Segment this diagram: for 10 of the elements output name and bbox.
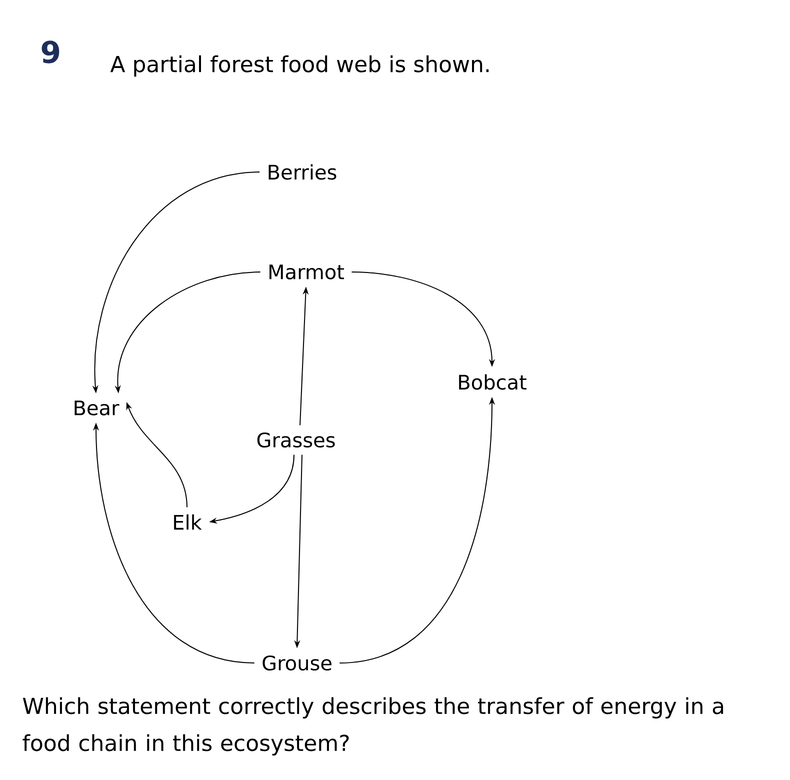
organism-label: Bear (74, 400, 120, 416)
organism-label: Grasses (257, 432, 335, 448)
organism-label: Elk (174, 514, 202, 530)
organism-label: Bobcat (459, 374, 526, 390)
question-number: 9 (42, 40, 60, 64)
organism-label: Berries (268, 164, 336, 180)
question-text: Which statement correctly describes the transfer of energy in a food chain in this ecosystem? (22, 697, 724, 756)
organism-label: Grouse (262, 655, 332, 671)
title: A partial forest food web is shown. (110, 55, 489, 77)
organism-label: Marmot (270, 264, 344, 280)
